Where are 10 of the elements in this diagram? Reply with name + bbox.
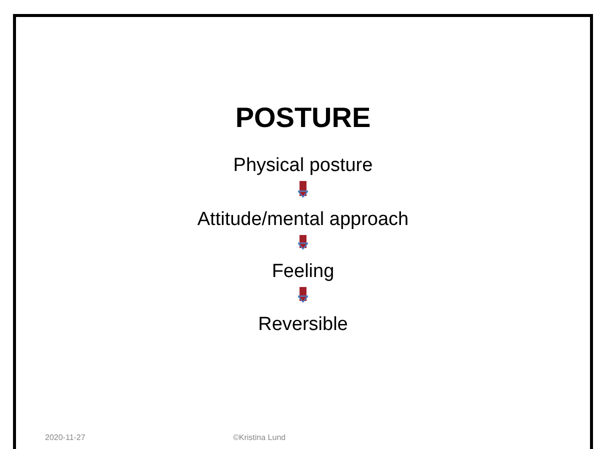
block-arrow	[298, 181, 308, 198]
slide-title: POSTURE	[234, 101, 372, 135]
step-text: Reversible	[258, 314, 348, 335]
step-text: Feeling	[272, 261, 334, 282]
step-text: Attitude/mental approach	[197, 209, 409, 230]
step-text: Physical posture	[233, 155, 373, 176]
copyright-footer: ©Kristina Lund	[233, 432, 286, 444]
date-footer: 2020-11-27	[45, 432, 86, 444]
block-arrow	[298, 287, 308, 303]
block-arrow	[298, 235, 308, 250]
